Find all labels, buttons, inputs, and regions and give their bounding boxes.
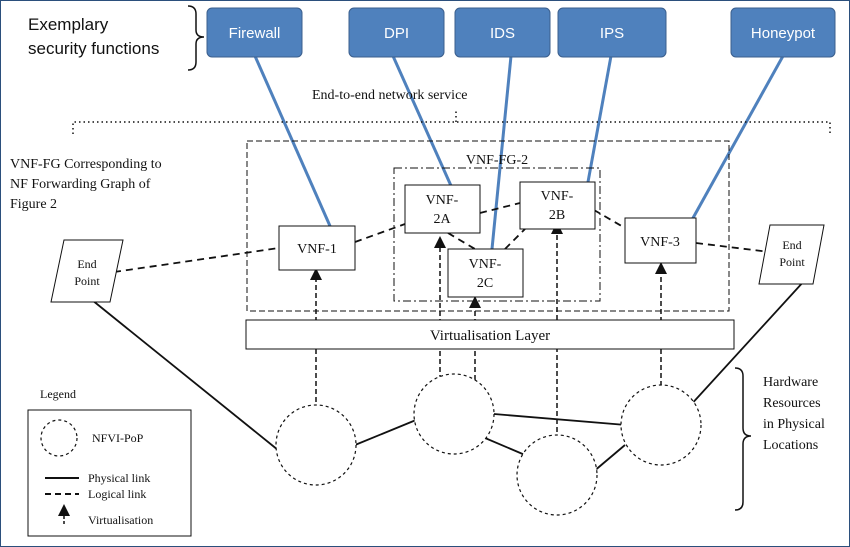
legend-box [27,409,192,537]
vnf-2c-line1: VNF- [469,257,502,272]
vnf-2b-line1: VNF- [541,189,574,204]
legend: Legend NFVI-PoP Physical link Logical li… [27,387,192,537]
legend-virtualisation-label: Virtualisation [88,513,153,527]
honeypot-box[interactable]: Honeypot [730,7,836,58]
ips-label: IPS [600,25,624,42]
vnf-2a-line1: VNF- [426,193,459,208]
vnf-fg-2-box [393,167,601,302]
logical-links [113,202,771,273]
legend-nfvi-label: NFVI-PoP [92,431,144,445]
dpi-box[interactable]: DPI [348,7,445,58]
vnf-2b-line2: 2B [549,208,565,223]
hardware-label-line3: in Physical [763,417,825,432]
legend-physical-label: Physical link [88,471,150,485]
vnf-fg-2-label: VNF-FG-2 [466,153,528,168]
end-point-left[interactable]: End Point [50,239,124,303]
hardware-label-line4: Locations [763,438,818,453]
nfvi-pops [275,373,702,516]
nfvi-pop-1 [275,404,357,486]
vnf-fg-label-line1: VNF-FG Corresponding to [10,157,162,172]
virtualisation-layer-box [245,319,735,350]
virtualisation-layer-label: Virtualisation Layer [430,328,550,344]
vnf-fg-label-line2: NF Forwarding Graph of [10,177,151,192]
end-point-left-line1: End [77,257,96,271]
dpi-label: DPI [384,25,409,42]
hardware-label-line2: Resources [763,396,821,411]
end-point-right-line1: End [782,238,801,252]
vnf-3-label: VNF-3 [640,235,680,250]
legend-nfvi-symbol [40,419,78,457]
physical-links [91,279,806,473]
ids-link [490,55,513,250]
nfvi-pop-3 [516,434,598,516]
honeypot-label: Honeypot [751,25,816,42]
end-point-right[interactable]: End Point [758,224,825,285]
vnf-fg-label-line3: Figure 2 [10,197,57,212]
vnf-1[interactable]: VNF-1 [278,225,356,271]
end-to-end-brace [72,110,831,134]
ips-box[interactable]: IPS [557,7,667,58]
ips-link [586,55,613,183]
ids-box[interactable]: IDS [454,7,551,58]
firewall-box[interactable]: Firewall [206,7,303,58]
hardware-label-line1: Hardware [763,375,818,390]
firewall-label: Firewall [229,25,281,42]
vnf-2c[interactable]: VNF- 2C [447,248,524,298]
security-label-line2: security functions [28,39,159,58]
end-to-end-label: End-to-end network service [312,88,468,103]
security-label-line1: Exemplary [28,15,109,34]
nfvi-pop-2 [413,373,495,455]
nfvi-pop-4 [620,384,702,466]
legend-logical-label: Logical link [88,487,146,501]
ids-label: IDS [490,25,515,42]
vnf-3[interactable]: VNF-3 [624,217,697,264]
legend-title: Legend [40,387,76,401]
honeypot-link [686,55,785,228]
end-point-right-line2: Point [779,255,805,269]
vnf-2c-line2: 2C [477,276,493,291]
vnf-2a[interactable]: VNF- 2A [404,184,481,234]
security-brace [187,5,205,71]
vnf-2a-line2: 2A [433,212,451,227]
vnf-2b[interactable]: VNF- 2B [519,181,596,230]
end-point-left-line2: Point [74,274,100,288]
vnf-1-label: VNF-1 [297,242,337,257]
hardware-brace [734,367,752,511]
vnf-fg-box [246,140,730,312]
